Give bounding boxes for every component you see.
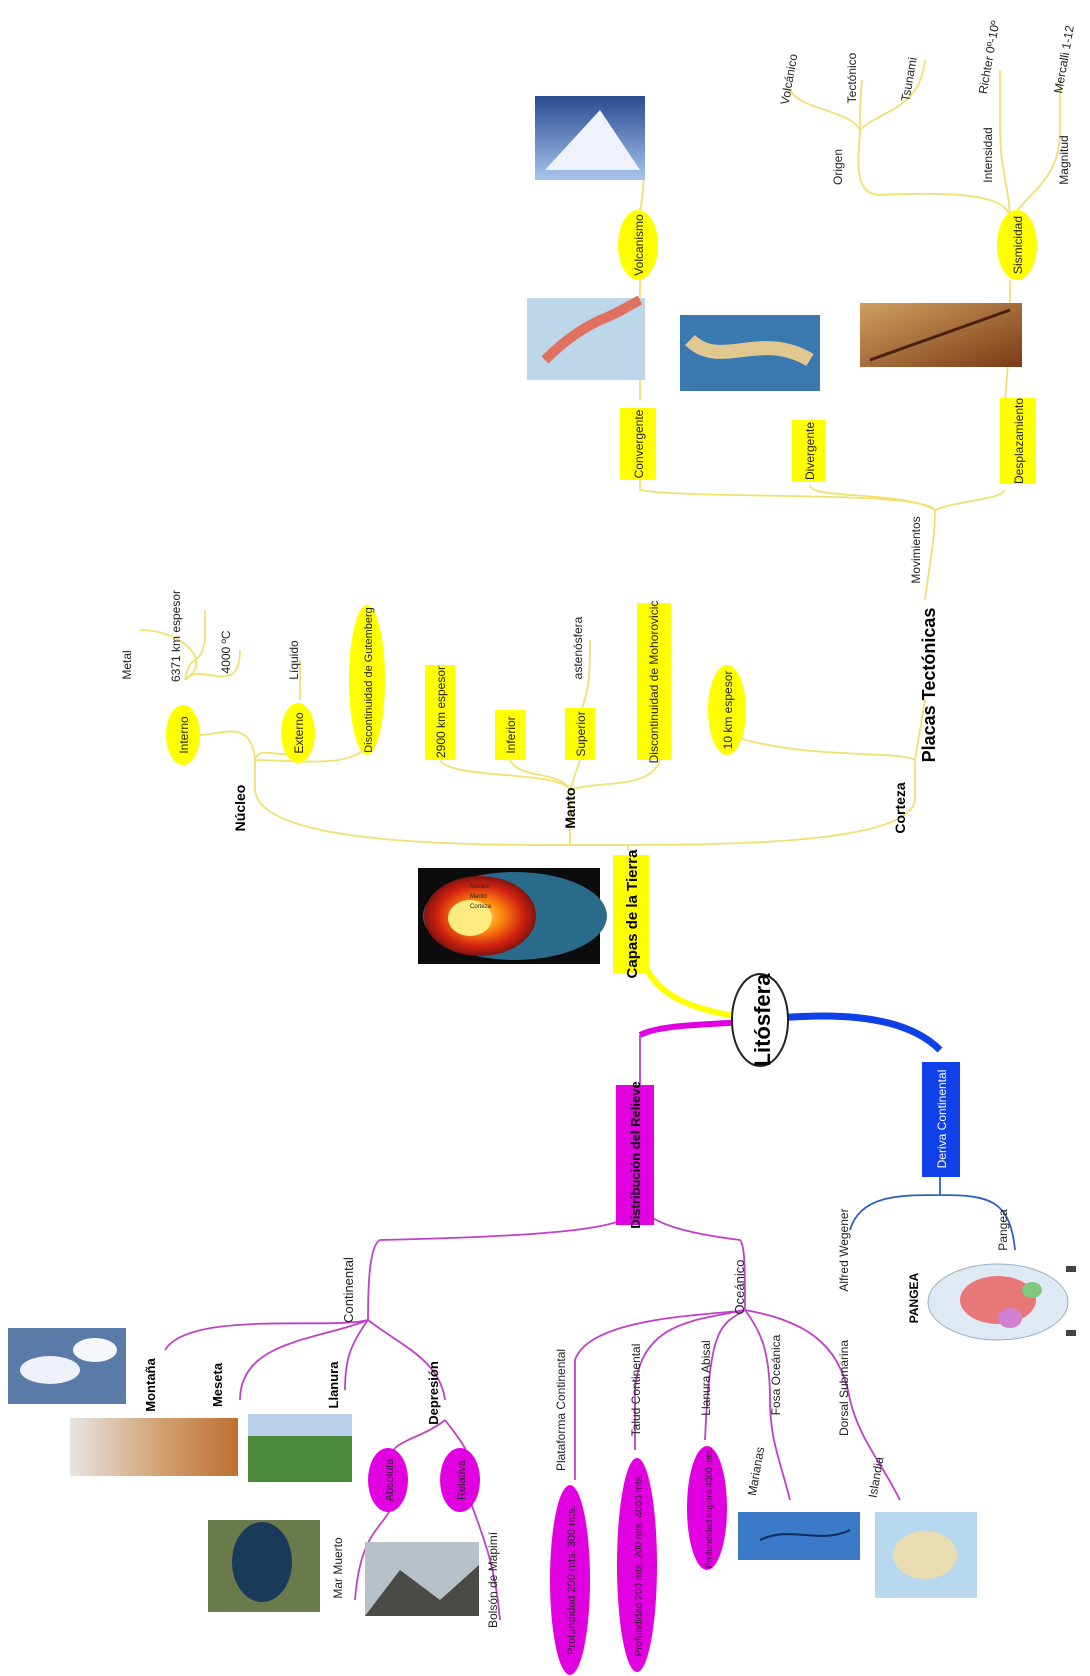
- mohorovicic-node[interactable]: Discontinuidad de Mohorovicic: [637, 601, 671, 764]
- llanura-image: [248, 1414, 352, 1482]
- llanura-abisal-label: Llanura Abisal: [699, 1340, 713, 1415]
- superior-label: Superior: [574, 711, 588, 756]
- interno-node[interactable]: Interno: [166, 705, 200, 765]
- origen-tectonico: Tectónico: [845, 52, 859, 103]
- bolson-label: Bolsón de Mapimí: [486, 1531, 500, 1628]
- manto-label: Manto: [562, 787, 578, 828]
- depresion-label: Depresión: [426, 1361, 441, 1425]
- absoluta-label: Absoluta: [384, 1458, 396, 1502]
- bolson-image: [365, 1542, 479, 1616]
- deriva-node[interactable]: Deriva Continental: [922, 1062, 960, 1177]
- talud-prof-node[interactable]: Profundidad 200 mts. 200 mts. 4000 mts.: [617, 1458, 657, 1672]
- marianas-label: Marianas: [745, 1446, 767, 1497]
- meseta-label: Meseta: [210, 1362, 225, 1407]
- connector-lines: [139, 59, 1061, 1621]
- plataforma-label: Plataforma Continental: [554, 1349, 568, 1471]
- mar-muerto-image: [208, 1520, 320, 1612]
- earth-label-corteza: Corteza: [470, 904, 492, 910]
- convergente-label: Convergente: [632, 409, 646, 478]
- sismicidad-label: Sismicidad: [1011, 216, 1025, 274]
- gutemberg-label: Discontinuidad de Gutemberg: [363, 607, 375, 753]
- origen-label: Origen: [831, 149, 845, 185]
- oceanico-label: Oceánico: [732, 1260, 747, 1315]
- desplazamiento-node[interactable]: Desplazamiento: [1000, 398, 1036, 484]
- center-node[interactable]: Litósfera: [731, 973, 789, 1067]
- superior-detail-astenosfera: astenósfera: [571, 616, 585, 679]
- mohorovicic-label: Discontinuidad de Mohorovicic: [647, 601, 661, 764]
- plataforma-prof-node[interactable]: Profundidad 200 mts. 300 mts.: [550, 1485, 590, 1675]
- earth-layers-image: Núcleo Manto Corteza: [418, 868, 607, 964]
- plataforma-prof-label: Profundidad 200 mts. 300 mts.: [566, 1505, 578, 1655]
- llanura-label: Llanura: [326, 1361, 341, 1409]
- desert-fault-image: [860, 303, 1022, 367]
- corteza-espesor-label: 10 km espesor: [721, 671, 735, 750]
- placas-title: Placas Tectónicas: [919, 608, 939, 763]
- corteza-espesor-node[interactable]: 10 km espesor: [708, 665, 746, 755]
- relieve-node[interactable]: Distribución del Relieve: [616, 1081, 654, 1229]
- mar-muerto-label: Mar Muerto: [331, 1537, 345, 1599]
- marianas-map-image: [738, 1512, 860, 1560]
- absoluta-node[interactable]: Absoluta: [368, 1448, 408, 1512]
- inferior-label: Inferior: [504, 716, 518, 753]
- movimientos-label: Movimientos: [909, 516, 923, 583]
- interno-label: Interno: [177, 716, 191, 754]
- inferior-node[interactable]: Inferior: [495, 710, 525, 760]
- continental-label: Continental: [341, 1257, 356, 1323]
- islandia-map-image: [875, 1512, 977, 1598]
- externo-node[interactable]: Externo: [281, 703, 315, 763]
- superior-node[interactable]: Superior: [565, 708, 595, 760]
- gutemberg-node[interactable]: Discontinuidad de Gutemberg: [349, 605, 385, 755]
- pangea-label: Pangea: [996, 1209, 1010, 1251]
- relativa-node[interactable]: Relativa: [440, 1448, 480, 1512]
- externo-label: Externo: [292, 712, 306, 754]
- relativa-label: Relativa: [456, 1459, 468, 1500]
- magnitud-label: Magnitud: [1057, 135, 1071, 184]
- islandia-label: Islandia: [866, 1455, 887, 1498]
- nucleo-label: Núcleo: [232, 785, 248, 832]
- origen-tsunami: Tsunami: [898, 56, 920, 102]
- interno-detail-metal: Metal: [120, 650, 134, 679]
- dorsal-label: Dorsal Submarina: [837, 1340, 851, 1436]
- externo-detail-liquido: Líquido: [287, 640, 301, 680]
- interno-detail-temp: 4000 ºC: [219, 630, 233, 673]
- pangea-marker-bottom: [1066, 1330, 1076, 1336]
- divergent-map-image: [680, 315, 820, 391]
- relieve-title: Distribución del Relieve: [628, 1081, 643, 1228]
- pangea-caption: PANGEA: [907, 1272, 921, 1323]
- convergente-node[interactable]: Convergente: [620, 408, 656, 480]
- intensidad-label: Intensidad: [981, 127, 995, 182]
- volcanismo-node[interactable]: Volcanismo: [618, 210, 658, 280]
- volcanismo-label: Volcanismo: [632, 214, 646, 276]
- divergente-node[interactable]: Divergente: [792, 420, 826, 482]
- convergent-map-image: [527, 295, 645, 380]
- earth-label-nucleo: Núcleo: [470, 884, 489, 890]
- llanura-prof-node[interactable]: Profundidad supera 4000 mts.: [687, 1446, 727, 1570]
- desplazamiento-label: Desplazamiento: [1012, 398, 1026, 484]
- sismicidad-node[interactable]: Sismicidad: [997, 210, 1037, 280]
- magnitud-mercalli: Mercalli 1-12: [1051, 24, 1077, 94]
- pangea-marker-top: [1066, 1266, 1076, 1272]
- fosa-label: Fosa Oceánica: [769, 1334, 783, 1415]
- capas-node[interactable]: Capas de la Tierra: [613, 849, 649, 979]
- center-label: Litósfera: [750, 973, 775, 1067]
- corteza-label: Corteza: [892, 782, 908, 834]
- montana-label: Montaña: [143, 1358, 158, 1412]
- montana-image: [8, 1328, 126, 1404]
- deriva-title: Deriva Continental: [935, 1070, 949, 1169]
- pangea-image: [927, 1263, 1069, 1341]
- manto-espesor-node[interactable]: 2900 km espesor: [425, 665, 455, 760]
- interno-detail-espesor: 6371 km espesor: [169, 590, 183, 682]
- divergente-label: Divergente: [803, 422, 817, 480]
- meseta-image: [70, 1418, 238, 1476]
- manto-espesor-label: 2900 km espesor: [434, 666, 448, 758]
- volcano-image: [535, 96, 645, 180]
- earth-label-manto: Manto: [470, 894, 487, 900]
- talud-label: Talud Continental: [629, 1344, 643, 1437]
- capas-title: Capas de la Tierra: [624, 849, 641, 979]
- llanura-prof-label: Profundidad supera 4000 mts.: [704, 1448, 714, 1569]
- intensidad-richter: Richter 0º-10º: [976, 19, 1003, 95]
- wegener-label: Alfred Wegener: [837, 1208, 851, 1291]
- talud-prof-label: Profundidad 200 mts. 200 mts. 4000 mts.: [634, 1474, 645, 1657]
